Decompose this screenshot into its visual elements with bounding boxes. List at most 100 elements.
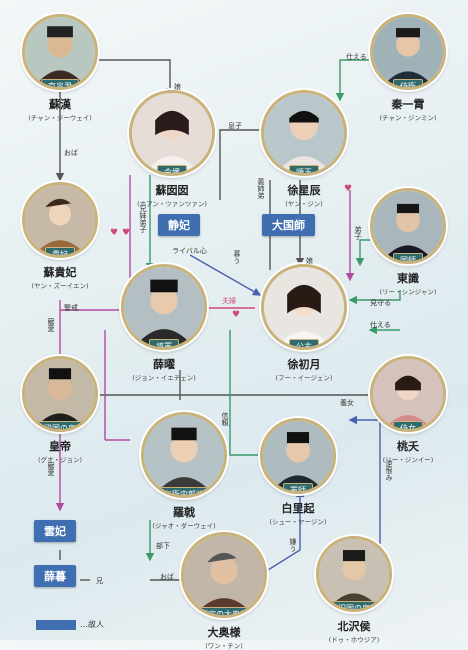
character-name: 羅戟 — [173, 506, 195, 519]
label-kashi: 弟子 — [354, 226, 362, 240]
role-badge: 令嬢 — [157, 165, 187, 173]
character-name: 大奥様 — [207, 626, 241, 639]
role-badge: 順王 — [289, 165, 319, 173]
label-oba2: おば — [160, 573, 174, 581]
portrait-su-yinyin: 令嬢 — [129, 90, 215, 176]
label-rival: ライバル心 — [172, 247, 207, 255]
label-ayumu: 慕う — [233, 250, 241, 264]
label-kirau: 嫌う — [289, 538, 297, 552]
label-gyakuurami: 逆恨み — [385, 460, 393, 481]
label-gifu: 義姉弟 — [257, 178, 265, 199]
label-buka: 部下 — [156, 542, 170, 550]
actor-name: (ヤン・ジン) — [285, 200, 323, 208]
actor-name: (ジョン・イエチェン) — [132, 374, 196, 382]
portrait-xue-yao: 将軍 — [121, 264, 207, 350]
heart-icon: ♥ — [110, 228, 119, 238]
label-kyoudai: 兄妹弟子 — [139, 205, 147, 233]
deceased-daguoshi: 大国師 — [262, 214, 315, 236]
role-badge: 京兆尹 — [41, 79, 79, 87]
role-badge: 薛家の大奥様 — [193, 607, 255, 615]
role-badge: 貴妃 — [45, 247, 75, 255]
char-qin-yixiao: 侍衛 秦一霄 (チャン・ジンミン) — [366, 14, 450, 122]
character-name: 東識 — [397, 272, 419, 285]
actor-name: (リー・シンジャン) — [379, 288, 437, 296]
portrait-beize-hou: 北沢国の皇子 — [316, 536, 392, 612]
character-name: 桃夭 — [397, 440, 419, 453]
label-serve1: 仕える — [346, 53, 367, 61]
label-keikai: 警戒 — [64, 304, 78, 312]
legend-deceased-swatch — [36, 620, 76, 630]
char-dong-shi: 国師 東識 (リー・シンジャン) — [366, 188, 450, 296]
label-ani: 兄 — [96, 577, 103, 585]
actor-name: (リー・ジンイー) — [382, 456, 434, 464]
role-badge: 北沢国の皇子 — [323, 601, 385, 609]
label-shinrai: 信頼 — [221, 412, 229, 426]
actor-name: (ヤン・ズーイエン) — [31, 282, 89, 290]
deceased-yunfei: 雲妃 — [34, 520, 76, 542]
label-oba1: おば — [64, 149, 78, 157]
role-badge: 侍衛 — [393, 79, 423, 87]
char-da-ao: 薛家の大奥様 大奥様 (ワン・チン) — [176, 532, 272, 650]
portrait-tao-yao: 侍女 — [370, 356, 446, 432]
label-mizu: 養女 — [340, 399, 354, 407]
portrait-qin-yixiao: 侍衛 — [370, 14, 446, 90]
char-su-yinyin: 令嬢 蘇囡囡 (ホアン・ツァンツァン) — [124, 90, 220, 208]
heart-icon: ♥ — [122, 228, 131, 238]
actor-name: (ホアン・ツァンツァン) — [137, 200, 207, 208]
char-beize-hou: 北沢国の皇子 北沢侯 (ドゥ・ホウジア) — [312, 536, 396, 644]
char-huangdi: 南梁国の皇帝 皇帝 (グオ・ジョン) — [18, 356, 102, 464]
role-badge: 軍師 — [283, 483, 313, 491]
portrait-luo-ji: 左衛中郎将 — [141, 412, 227, 498]
char-xu-xingchen: 順王 徐星辰 (ヤン・ジン) — [256, 90, 352, 208]
character-name: 徐初月 — [287, 358, 321, 371]
portrait-da-ao: 薛家の大奥様 — [181, 532, 267, 618]
legend-deceased-text: …故人 — [80, 620, 104, 629]
character-name: 蘇漢 — [49, 98, 71, 111]
heart-icon: ♥ — [232, 310, 241, 320]
label-mieru: 見守る — [370, 299, 391, 307]
role-badge: 侍女 — [393, 421, 423, 429]
portrait-huangdi: 南梁国の皇帝 — [22, 356, 98, 432]
portrait-dong-shi: 国師 — [370, 188, 446, 264]
label-chouai1: 寵愛 — [47, 318, 55, 332]
role-badge: 将軍 — [149, 339, 179, 347]
actor-name: (ワン・チン) — [205, 642, 243, 650]
actor-name: (グオ・ジョン) — [37, 456, 83, 464]
portrait-bai-liqi: 軍師 — [260, 418, 336, 494]
heart-icon: ♥ — [344, 184, 353, 194]
label-musume1: 娘 — [174, 83, 181, 91]
character-name: 蘇貴妃 — [43, 266, 77, 279]
portrait-xu-chuyue: 公主 — [261, 264, 347, 350]
character-name: 薛曜 — [153, 358, 175, 371]
char-tao-yao: 侍女 桃夭 (リー・ジンイー) — [366, 356, 450, 464]
actor-name: (フー・イージェン) — [275, 374, 333, 382]
character-name: 皇帝 — [49, 440, 71, 453]
char-su-han: 京兆尹 蘇漢 (チャン・ジーウェイ) — [18, 14, 102, 122]
actor-name: (チャン・ジンミン) — [379, 114, 437, 122]
label-musuko: 息子 — [228, 122, 242, 130]
deceased-xue-ji: 薛暮 — [34, 565, 76, 587]
label-serve2: 仕える — [370, 321, 391, 329]
portrait-su-guifei: 貴妃 — [22, 182, 98, 258]
char-xue-yao: 将軍 薛曜 (ジョン・イエチェン) — [116, 264, 212, 382]
char-luo-ji: 左衛中郎将 羅戟 (ジャオ・ダーウェイ) — [136, 412, 232, 530]
actor-name: (シュー・ヤージン) — [269, 518, 327, 526]
actor-name: (ジャオ・ダーウェイ) — [152, 522, 216, 530]
role-badge: 公主 — [289, 339, 319, 347]
portrait-xu-xingchen: 順王 — [261, 90, 347, 176]
portrait-su-han: 京兆尹 — [22, 14, 98, 90]
label-fuufu: 夫婦 — [222, 297, 236, 305]
character-name: 徐星辰 — [287, 184, 321, 197]
actor-name: (ドゥ・ホウジア) — [328, 636, 380, 644]
character-name: 北沢侯 — [337, 620, 371, 633]
role-badge: 左衛中郎将 — [157, 487, 211, 495]
character-name: 秦一霄 — [391, 98, 425, 111]
character-name: 白里起 — [281, 502, 315, 515]
label-chouai2: 寵愛 — [47, 462, 55, 476]
deceased-jingfei: 静妃 — [158, 214, 200, 236]
actor-name: (チャン・ジーウェイ) — [28, 114, 92, 122]
character-name: 蘇囡囡 — [155, 184, 189, 197]
role-badge: 南梁国の皇帝 — [29, 421, 91, 429]
char-bai-liqi: 軍師 白里起 (シュー・ヤージン) — [256, 418, 340, 526]
